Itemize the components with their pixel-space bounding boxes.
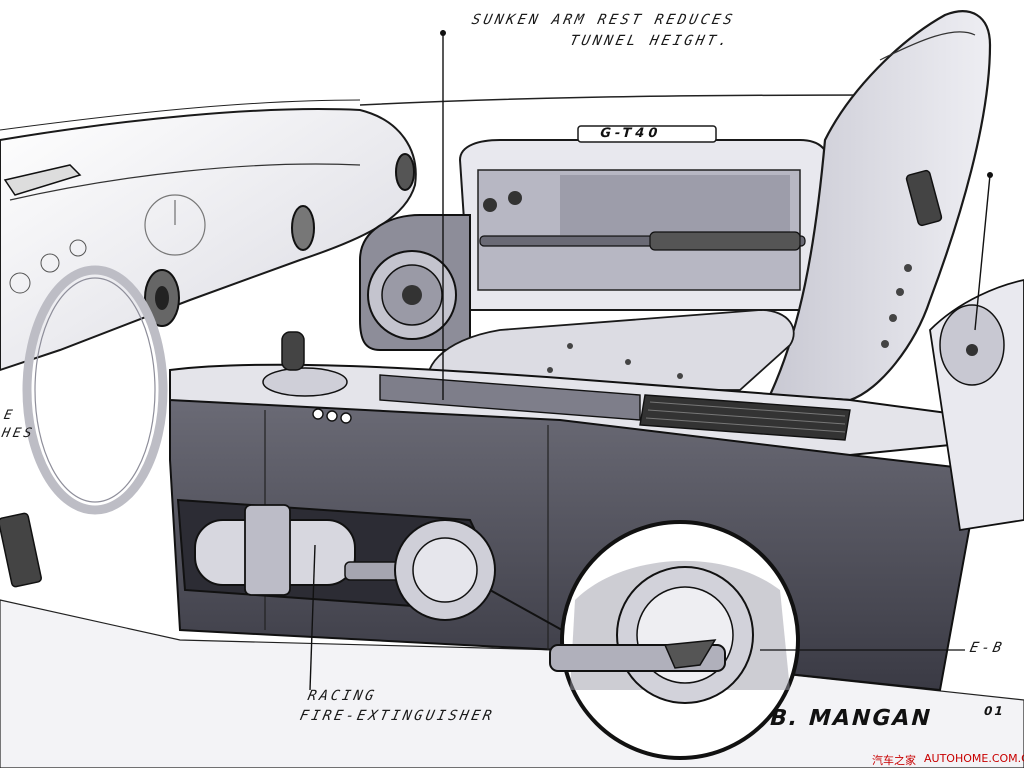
annotation-armrest-line1: SUNKEN ARM REST REDUCES <box>470 12 737 28</box>
steering-wheel <box>22 265 168 515</box>
gt40-badge <box>577 125 717 143</box>
annotation-left-cropped-2: HES <box>0 426 37 441</box>
signature-year: 01 <box>982 704 1007 718</box>
designer-signature: B. MANGAN <box>766 706 935 731</box>
floor-pan <box>0 599 1024 768</box>
pedal <box>0 512 42 588</box>
dash-vent-right <box>395 153 415 191</box>
cowl-line <box>359 94 881 106</box>
shift-knob <box>281 331 305 371</box>
dash-vent-mid <box>291 205 315 251</box>
dash-gauge <box>144 194 206 256</box>
seat-holes <box>881 264 912 348</box>
annotation-armrest-line2: TUNNEL HEIGHT. <box>568 33 732 49</box>
seat-belt-buckle <box>905 169 943 227</box>
dash-switches <box>9 239 87 294</box>
leader-right <box>974 174 991 331</box>
annotation-extinguisher-line1: RACING <box>306 688 379 704</box>
dash-crease <box>9 163 361 201</box>
badge-text: G-T40 <box>598 126 663 141</box>
shifter-boot <box>262 367 348 397</box>
watermark-cn: 汽车之家 <box>872 754 916 767</box>
dashboard <box>0 108 417 372</box>
console-buttons <box>312 408 352 424</box>
annotation-extinguisher-line2: FIRE-EXTINGUISHER <box>298 708 496 724</box>
leader-extinguisher <box>309 544 316 691</box>
watermark-latin: AUTOHOME.COM.CN <box>924 752 1024 765</box>
dash-top-vent <box>3 164 82 196</box>
annotation-right-cropped: E-B <box>968 640 1006 656</box>
